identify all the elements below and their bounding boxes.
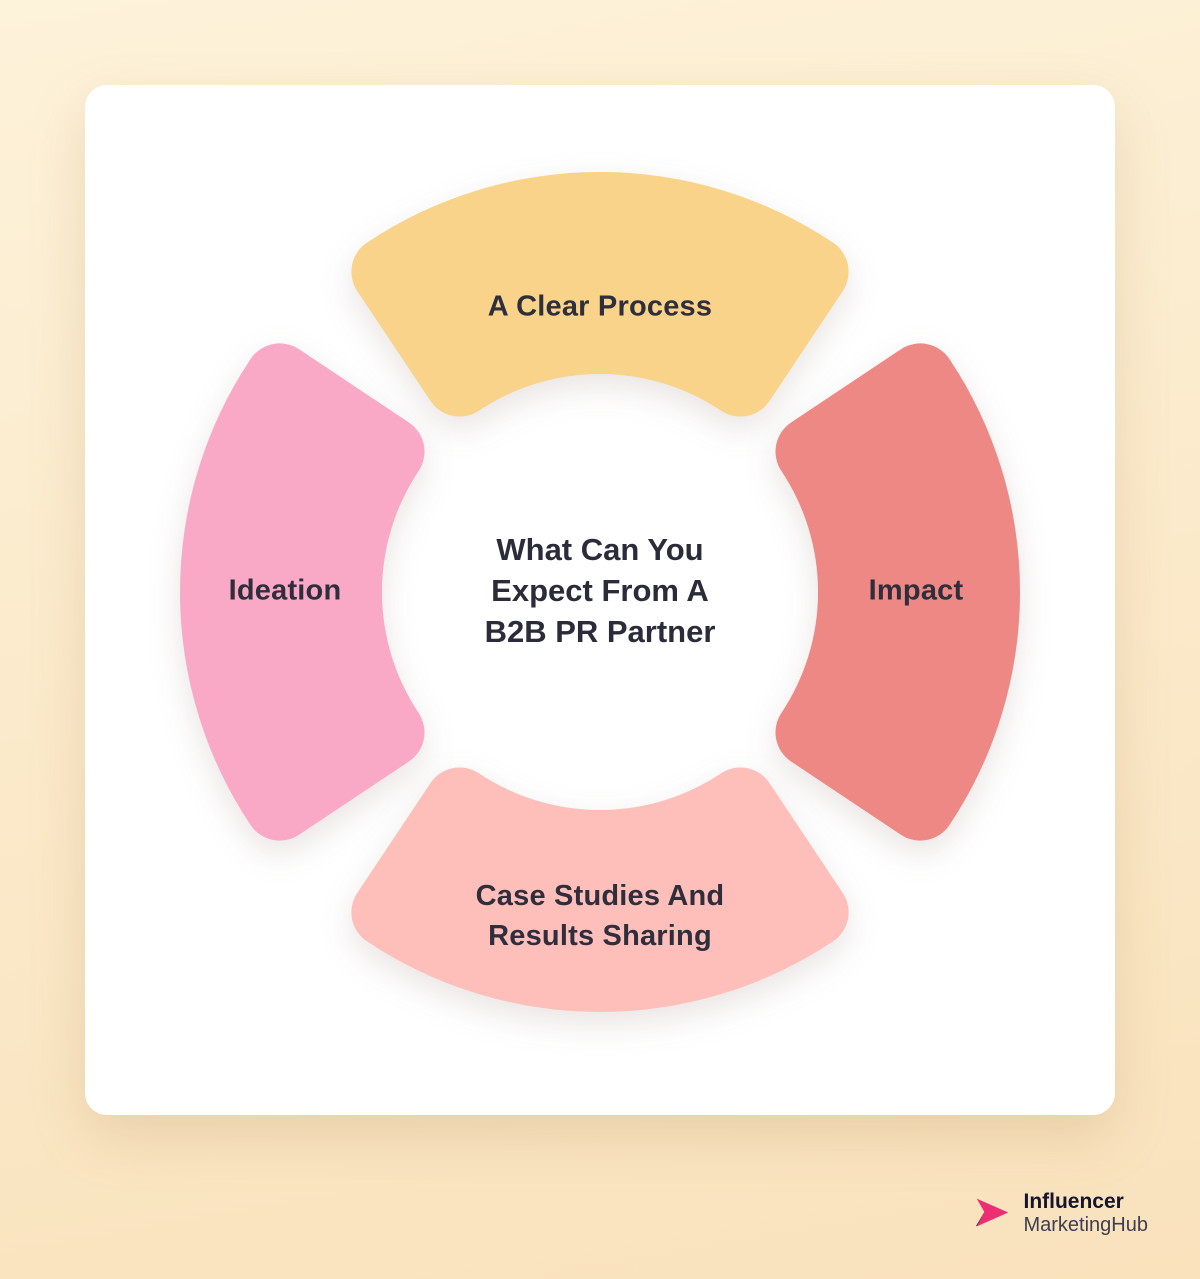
segment-top-shape bbox=[351, 172, 849, 417]
brand-name-line-2: MarketingHub bbox=[1023, 1213, 1148, 1236]
center-title-line-3: B2B PR Partner bbox=[484, 614, 716, 650]
center-title-line-2: Expect From A bbox=[491, 573, 709, 609]
brand-logo-text: Influencer MarketingHub bbox=[1023, 1190, 1148, 1236]
center-title-line-1: What Can You bbox=[496, 532, 704, 568]
segment-label-case-studies-line-1: Case Studies And bbox=[475, 879, 725, 912]
segment-bottom-shape bbox=[351, 767, 849, 1012]
segment-left-shape bbox=[180, 343, 425, 841]
brand-logo: Influencer MarketingHub bbox=[971, 1189, 1148, 1237]
brand-name-line-1: Influencer bbox=[1023, 1190, 1124, 1214]
segment-label-ideation: Ideation bbox=[228, 574, 342, 607]
diagram-center-title: What Can You Expect From A B2B PR Partne… bbox=[485, 529, 716, 653]
diagram-card: A Clear Process Impact Case Studies And … bbox=[85, 85, 1115, 1115]
logo-icon-arrow bbox=[977, 1198, 1009, 1227]
segment-label-case-studies: Case Studies And Results Sharing bbox=[476, 876, 725, 956]
influencer-marketinghub-icon bbox=[976, 1198, 1009, 1227]
segment-label-case-studies-line-2: Results Sharing bbox=[488, 920, 712, 952]
segment-right-shape bbox=[775, 343, 1020, 841]
donut-diagram bbox=[180, 172, 1020, 1012]
segment-label-impact: Impact bbox=[868, 574, 964, 607]
segment-label-clear-process: A Clear Process bbox=[487, 290, 713, 323]
